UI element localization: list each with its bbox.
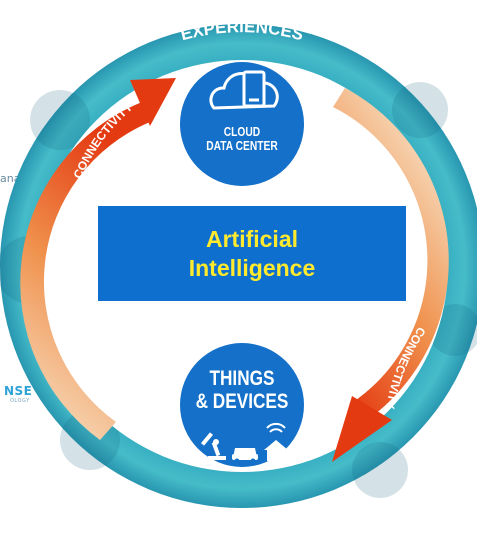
ai-title-line1: Artificial — [205, 225, 299, 252]
cloud-label-line1: CLOUD — [223, 125, 261, 139]
cloud-datacenter-label: CLOUD DATA CENTER — [193, 125, 291, 153]
cloud-datacenter-icon — [209, 70, 279, 110]
cloud-datacenter-node — [180, 62, 304, 186]
edge-text-fragment: OLOGY — [10, 398, 30, 404]
artificial-intelligence-box: Artificial Intelligence — [98, 206, 406, 301]
things-devices-label: THINGS & DEVICES — [185, 367, 300, 413]
car-icon — [232, 448, 258, 464]
smart-home-icon — [264, 422, 288, 461]
experiences-label-bottom: EXPERIENCES — [181, 506, 303, 533]
cloud-label-line2: DATA CENTER — [206, 139, 278, 153]
robot-arm-icon — [200, 432, 226, 460]
connectivity-arrow-right — [332, 88, 449, 462]
connectivity-arrow-left — [20, 78, 176, 440]
things-label-line1: THINGS — [209, 367, 275, 390]
ai-title-line2: Intelligence — [188, 254, 316, 281]
things-label-line2: & DEVICES — [195, 390, 289, 413]
